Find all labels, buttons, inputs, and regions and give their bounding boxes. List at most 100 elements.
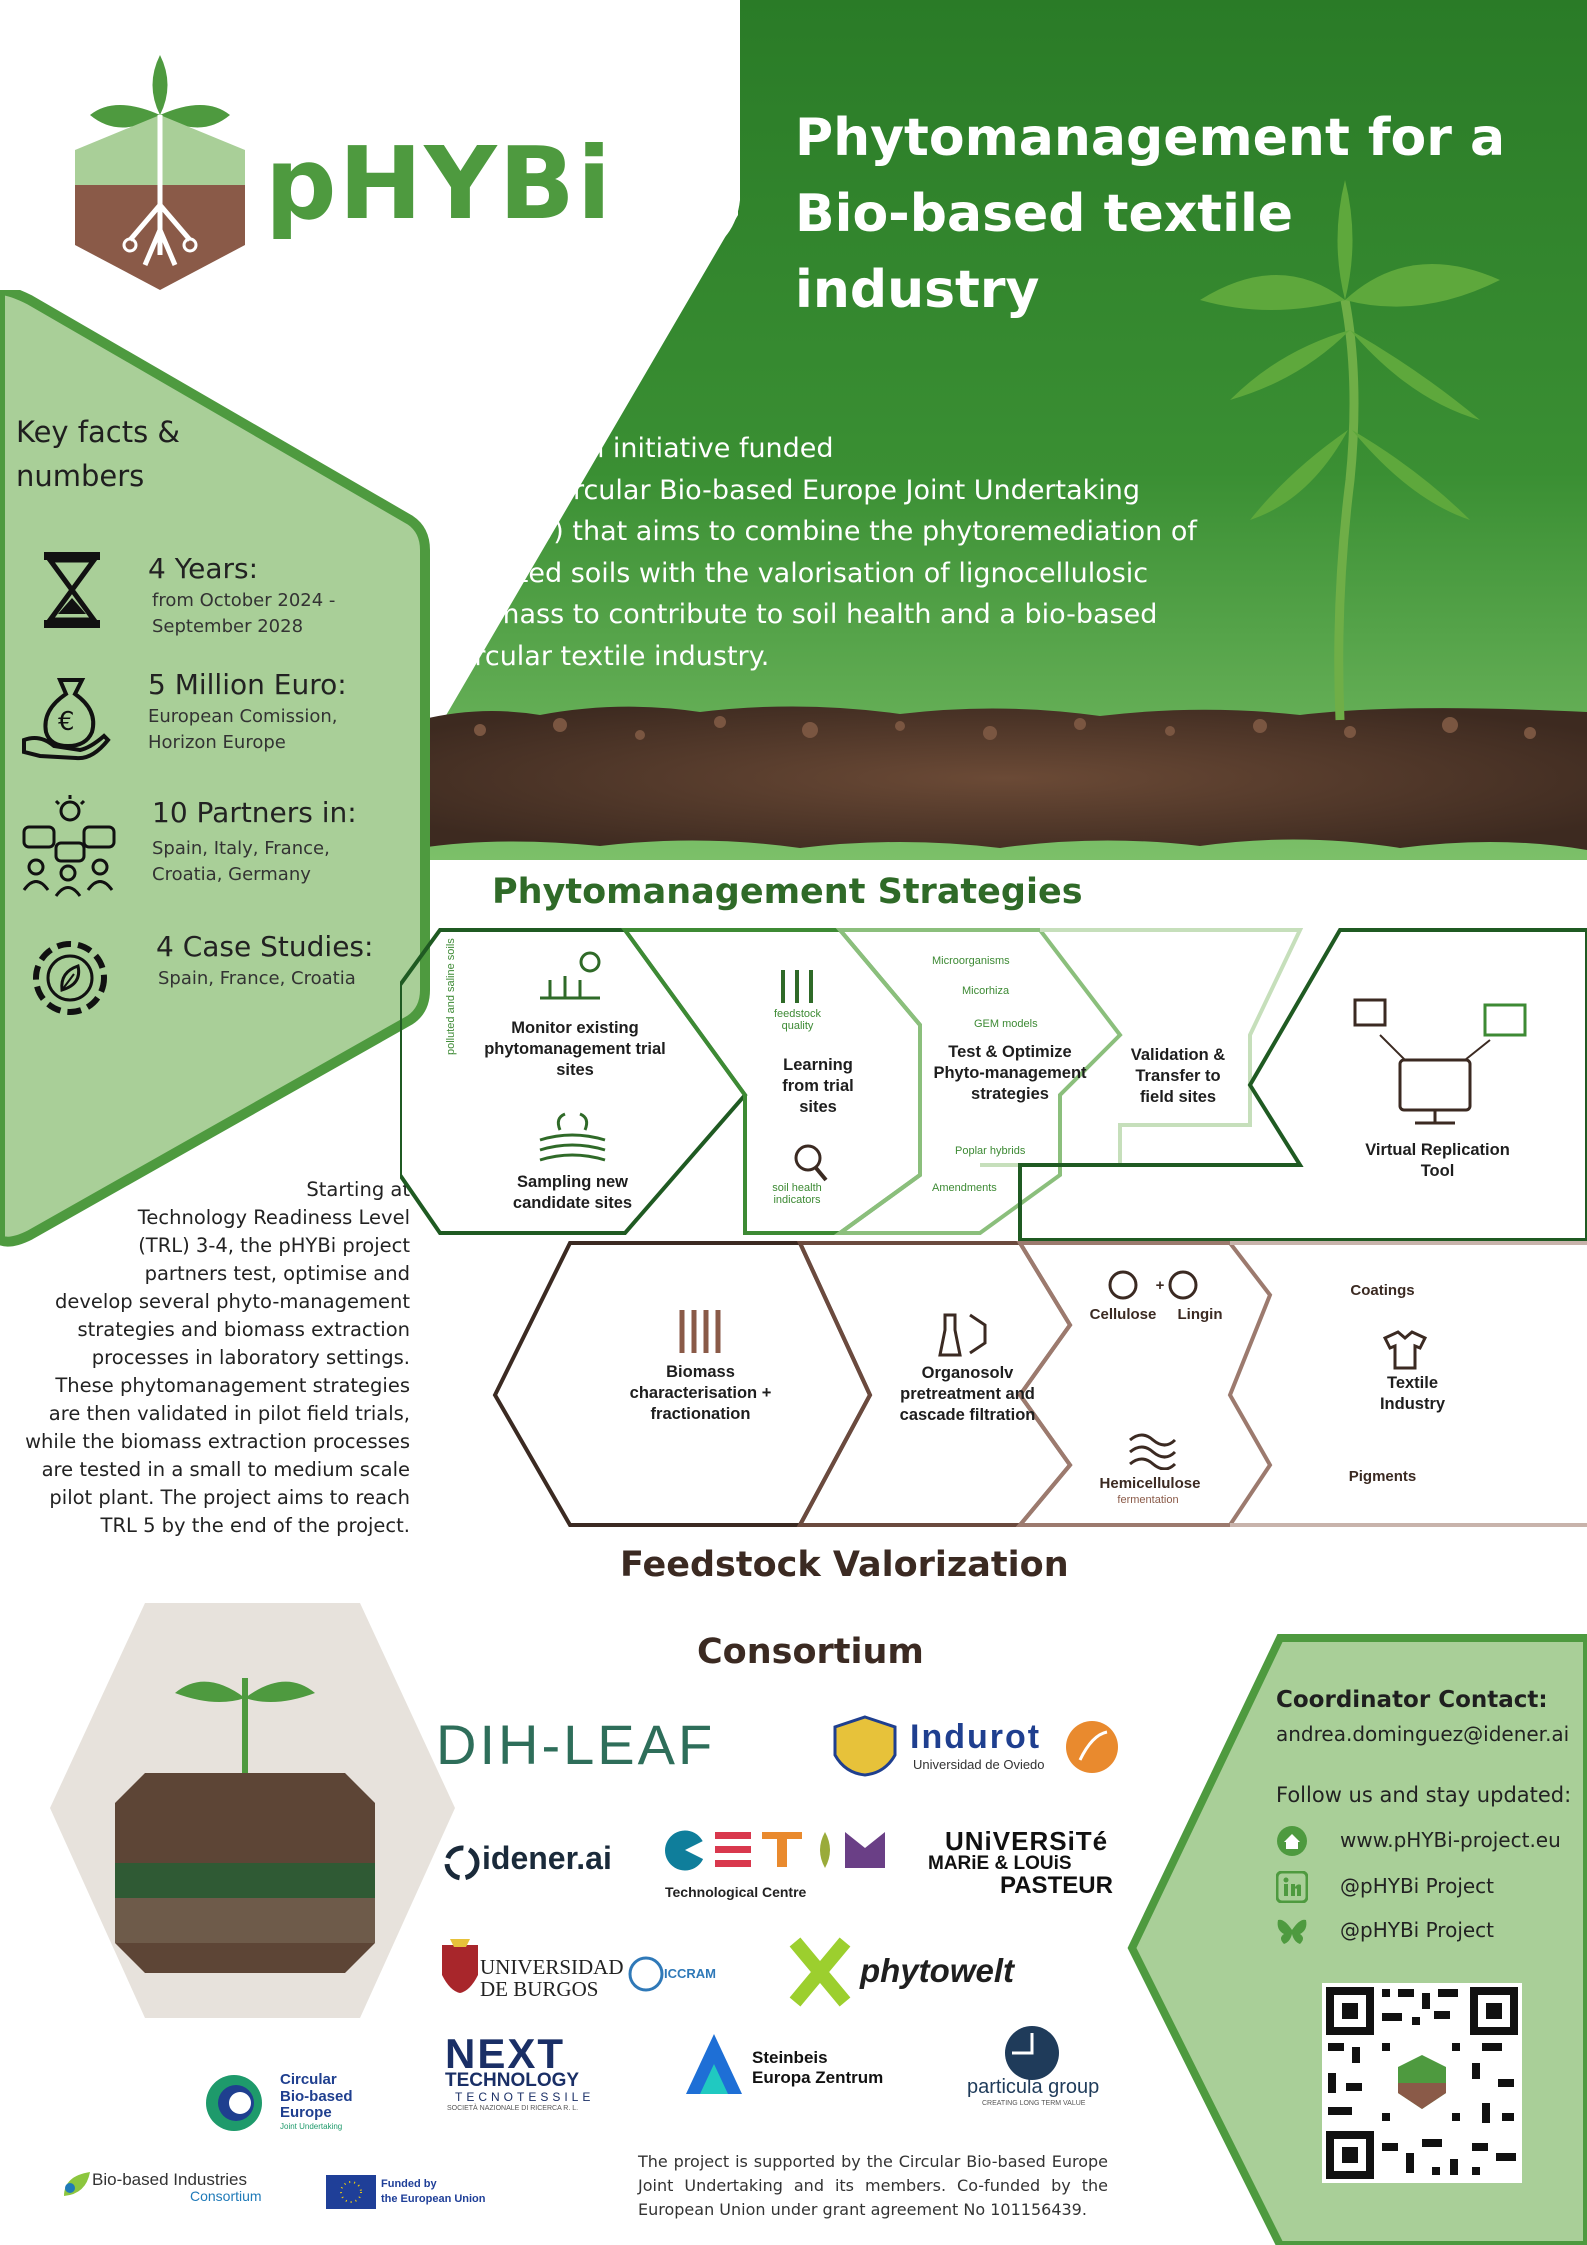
hemicellulose-label: Hemicellulose — [1099, 1475, 1201, 1492]
page-title: Phytomanagement for a Bio-based textile … — [795, 100, 1555, 328]
partner-idener: idener.ai — [482, 1840, 612, 1876]
follow-label: Follow us and stay updated: — [1276, 1783, 1572, 1807]
money-bag-icon: € — [22, 678, 111, 761]
trl-line: pilot plant. The project aims to reach — [49, 1486, 410, 1509]
partner-univ-line2: MARiE & LOUiS — [928, 1853, 1072, 1874]
trl-line: while the biomass extraction processes — [25, 1430, 410, 1453]
burgos-crest-icon — [442, 1939, 478, 1993]
validation-label: Validation & Transfer to field sites — [1130, 1046, 1226, 1106]
gear-leaf-icon — [33, 941, 107, 1015]
eu-flag-icon — [326, 2175, 376, 2209]
strategies-heading: Phytomanagement Strategies — [492, 872, 1083, 912]
partner-particula-sub: CREATING LONG TERM VALUE — [982, 2100, 1086, 2107]
pigments-label: Pigments — [1348, 1468, 1417, 1485]
learning-label: Learning from trial sites — [782, 1056, 854, 1116]
key-facts-panel — [0, 290, 430, 1247]
feedstock-icon — [781, 970, 813, 1003]
partner-particula: particula group — [967, 2076, 1100, 2098]
partner-burgos-line1: UNIVERSIDAD — [480, 1955, 624, 1979]
fact-years-sub: from October 2024 - — [152, 590, 336, 611]
soil-health-icon — [794, 1144, 828, 1182]
trl-line: are then validated in pilot field trials… — [48, 1402, 410, 1425]
trl-line: strategies and biomass extraction — [77, 1318, 410, 1341]
partner-iccram: ICCRAM — [664, 1966, 716, 1981]
hemicellulose-icon — [1129, 1433, 1177, 1470]
sampling-icon — [539, 1112, 606, 1162]
sampling-label: Sampling new candidate sites — [512, 1173, 633, 1212]
home-icon[interactable] — [1276, 1825, 1308, 1857]
virtual-tool-label: Virtual Replication Tool — [1365, 1141, 1510, 1180]
biomass-label: Biomass characterisation + fractionation — [629, 1363, 772, 1423]
partner-phytowelt: phytowelt — [860, 1952, 1014, 1989]
partner-steinbeis-line1: Steinbeis — [752, 2048, 828, 2067]
indurot-crest-icon — [833, 1715, 897, 1777]
contact-email[interactable]: andrea.dominguez@idener.ai — [1276, 1722, 1570, 1746]
trl-line: partners test, optimise and — [144, 1262, 410, 1285]
cetem-logo-icon — [665, 1830, 885, 1871]
replication-tool-icon — [1353, 998, 1527, 1125]
sub-item-gem-models: GEM models — [974, 1018, 1038, 1030]
cbe-line4: Joint Undertaking — [280, 2122, 343, 2131]
partner-univ-line3: PASTEUR — [1000, 1872, 1113, 1899]
partner-steinbeis-line2: Europa Zentrum — [752, 2068, 884, 2087]
trl-line: develop several phyto-management — [55, 1290, 410, 1313]
website-link[interactable]: www.pHYBi-project.eu — [1340, 1828, 1561, 1852]
plus-label: + — [1155, 1277, 1165, 1294]
hourglass-icon — [44, 552, 100, 628]
linkedin-icon[interactable] — [1276, 1871, 1308, 1903]
fact-euro-sub: European Comission, — [148, 706, 338, 727]
intro-line: by the Circular Bio-based Europe Joint U… — [452, 474, 1141, 506]
fact-cases-sub: Spain, France, Croatia — [158, 968, 356, 989]
cbe-logo-icon — [206, 2075, 262, 2131]
bluesky-link[interactable]: @pHYBi Project — [1340, 1918, 1495, 1942]
cbe-line3: Europe — [280, 2104, 332, 2121]
iccram-icon — [628, 1956, 664, 1992]
fact-partners-sub: Croatia, Germany — [152, 864, 311, 885]
trl-paragraph: Starting at Technology Readiness Level (… — [10, 1176, 410, 1540]
fact-partners-title: 10 Partners in: — [152, 796, 357, 829]
logo-wordmark: pHYBi — [265, 125, 614, 242]
trl-line: Starting at — [306, 1178, 410, 1201]
feedstock-quality-label: feedstock quality — [773, 1008, 822, 1032]
organosolv-icon — [938, 1313, 987, 1357]
sub-item-amendments: Amendments — [932, 1182, 997, 1194]
partner-indurot: Indurot — [910, 1718, 1042, 1756]
eu-line1: Funded by — [381, 2178, 437, 2190]
linkedin-link[interactable]: @pHYBi Project — [1340, 1874, 1495, 1898]
intro-line: (CBE JU) that aims to combine the phytor… — [452, 516, 1197, 547]
svg-text:€: € — [58, 707, 75, 737]
steinbeis-icon — [686, 2034, 742, 2094]
eu-line2: the European Union — [381, 2193, 486, 2205]
lignin-label: Lingin — [1177, 1306, 1223, 1323]
coatings-label: Coatings — [1350, 1282, 1415, 1299]
soil-health-label: soil health indicators — [772, 1182, 822, 1206]
trl-line: (TRL) 3-4, the pHYBi project — [138, 1234, 410, 1257]
fact-euro-title: 5 Million Euro: — [148, 668, 347, 701]
title-line: Bio-based textile industry — [795, 184, 1294, 320]
cellulose-label: Cellulose — [1089, 1306, 1157, 1323]
qr-code[interactable] — [1322, 1983, 1522, 2183]
intro-paragraph: pHYBi is an initiative funded by the Cir… — [452, 428, 1212, 677]
fact-euro-sub: Horizon Europe — [148, 732, 286, 753]
cellulose-lignin-icon — [1108, 1270, 1198, 1300]
bluesky-icon[interactable] — [1276, 1916, 1308, 1946]
trl-line: processes in laboratory settings. — [91, 1346, 410, 1369]
fact-years-sub: September 2028 — [152, 616, 304, 637]
valorization-heading: Feedstock Valorization — [620, 1545, 1069, 1585]
textile-icon — [1382, 1330, 1428, 1370]
intro-line: circular textile industry. — [452, 640, 770, 672]
biomass-icon — [679, 1310, 721, 1353]
partner-burgos-line2: DE BURGOS — [480, 1977, 599, 2001]
fermentation-label: fermentation — [1117, 1494, 1179, 1506]
partners-icon — [22, 795, 116, 897]
polluted-soils-label: polluted and saline soils — [445, 938, 457, 1055]
phytowelt-icon — [789, 1937, 851, 2007]
strategies-diagram — [400, 928, 1587, 1527]
funding-note: The project is supported by the Circular… — [638, 2152, 1108, 2219]
key-facts-title: Key facts & numbers — [16, 415, 181, 493]
cbe-line1: Circular — [280, 2071, 337, 2088]
partner-cetem-sub: Technological Centre — [665, 1884, 807, 1900]
sub-item-poplar: Poplar hybrids — [955, 1145, 1026, 1157]
partner-dih-leaf: DIH-LEAF — [436, 1713, 716, 1776]
bbi-logo-icon — [64, 2172, 90, 2196]
